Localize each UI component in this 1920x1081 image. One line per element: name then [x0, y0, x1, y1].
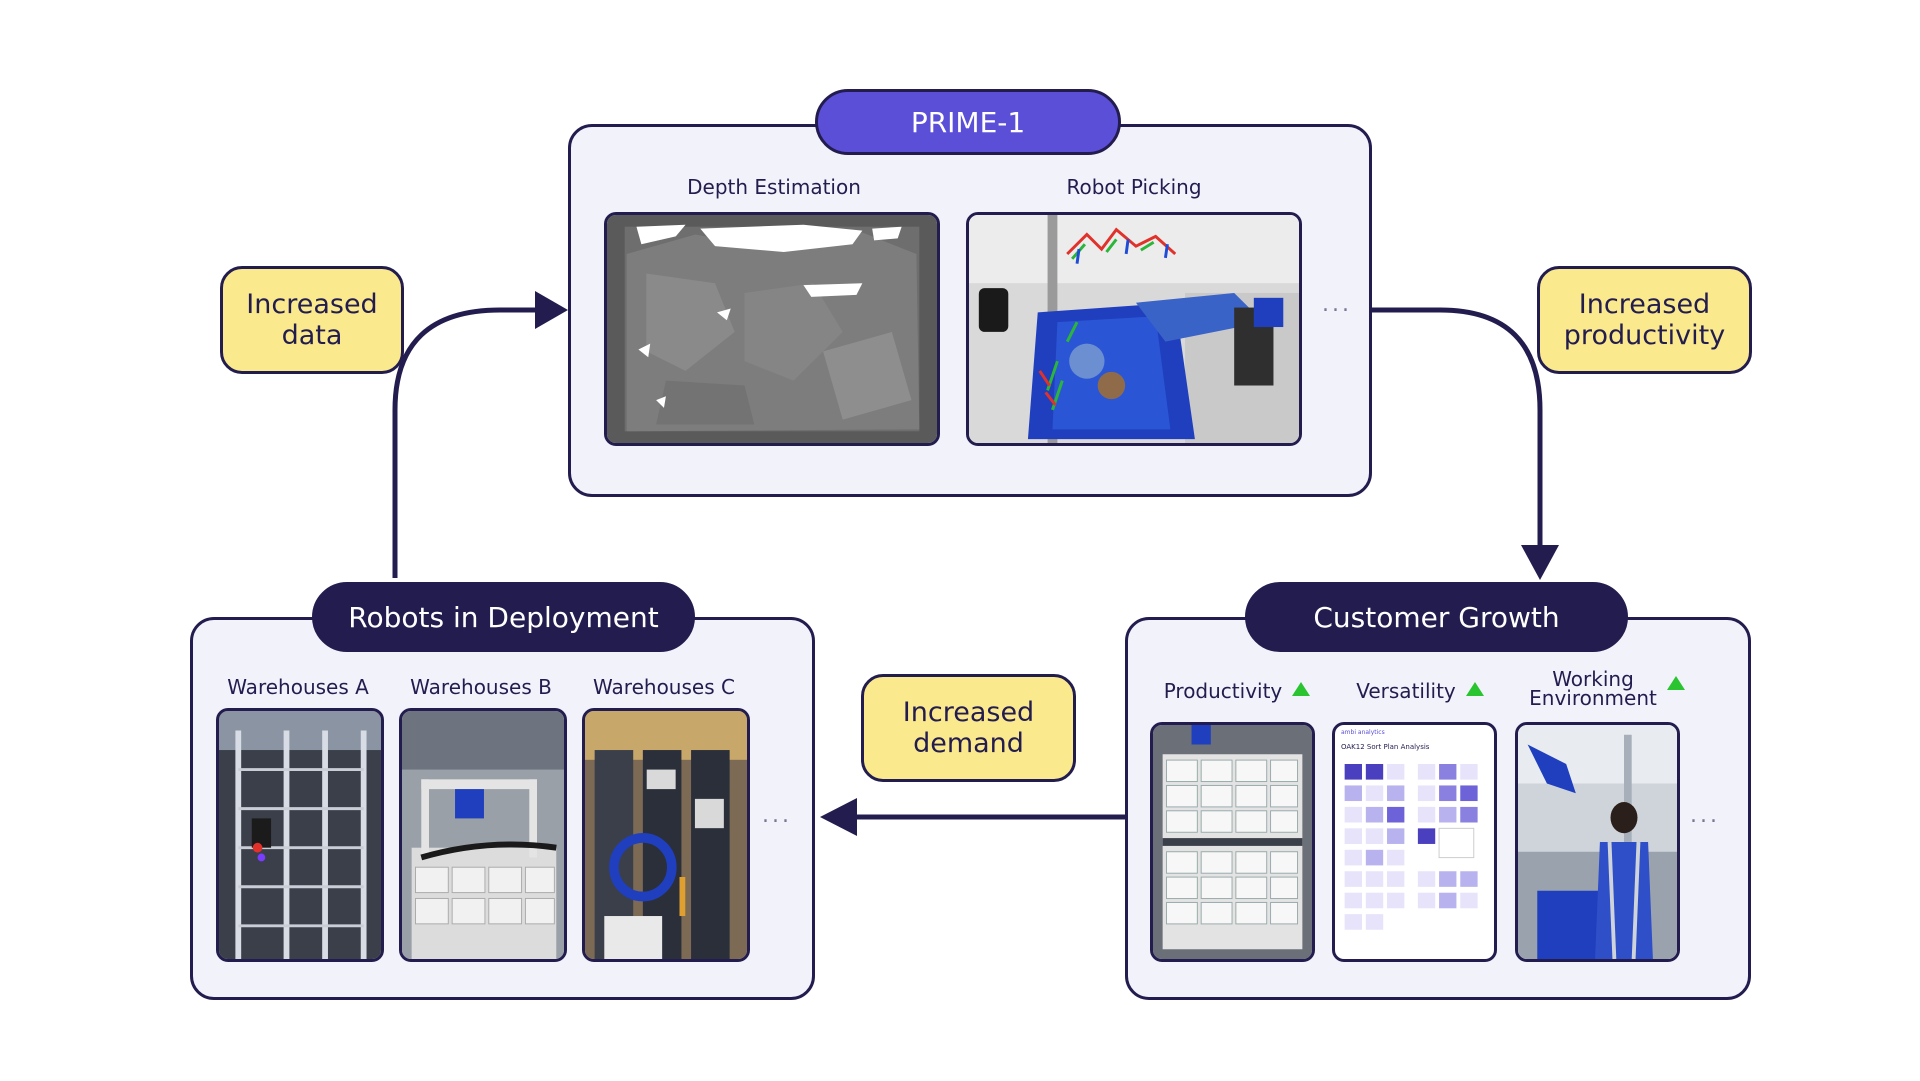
increased-data-line2: data — [281, 320, 343, 351]
analytics-brand: ambi analytics — [1341, 729, 1385, 736]
customer-more-ellipsis: ... — [1690, 803, 1720, 828]
up-arrow-icon — [1465, 682, 1484, 696]
increased-productivity-callout: Increased productivity — [1537, 266, 1752, 374]
depth-estimation-label: Depth Estimation — [687, 175, 861, 199]
versatility-analytics-image: ambi analytics OAK12 Sort Plan Analysis — [1332, 722, 1497, 962]
versatility-label: Versatility — [1326, 679, 1514, 703]
increased-data-line1: Increased — [246, 289, 378, 320]
warehouses-c-image — [582, 708, 750, 962]
analytics-title: OAK12 Sort Plan Analysis — [1341, 743, 1430, 751]
increased-demand-callout: Increased demand — [861, 674, 1076, 782]
depth-estimation-image — [604, 212, 940, 446]
working-environment-line1: Working — [1552, 667, 1634, 691]
warehouses-c-label: Warehouses C — [593, 675, 735, 699]
warehouses-b-label: Warehouses B — [410, 675, 552, 699]
productivity-label: Productivity — [1143, 679, 1331, 703]
warehouses-a-label: Warehouses A — [227, 675, 369, 699]
prime-more-ellipsis: ... — [1322, 292, 1352, 317]
productivity-image — [1150, 722, 1315, 962]
working-environment-label: Working Environment — [1512, 667, 1702, 710]
up-arrow-icon — [1666, 676, 1685, 690]
arrow-prime-to-customer — [1372, 307, 1543, 545]
arrow-customer-to-robots-head — [820, 798, 857, 836]
robots-title: Robots in Deployment — [348, 600, 659, 634]
increased-demand-line2: demand — [913, 728, 1024, 759]
increased-demand-line1: Increased — [902, 697, 1035, 728]
customer-title-pill: Customer Growth — [1245, 582, 1628, 652]
up-arrow-icon — [1292, 682, 1311, 696]
warehouses-b-image — [399, 708, 567, 962]
working-environment-line2: Environment — [1529, 686, 1657, 710]
versatility-text: Versatility — [1356, 679, 1456, 703]
robot-picking-label: Robot Picking — [1066, 175, 1202, 199]
increased-productivity-line2: productivity — [1563, 320, 1726, 351]
working-environment-image — [1515, 722, 1680, 962]
arrow-robots-to-prime — [392, 307, 540, 578]
productivity-text: Productivity — [1163, 679, 1283, 703]
arrow-robots-to-prime-head — [535, 291, 568, 329]
robot-picking-image — [966, 212, 1302, 446]
robots-more-ellipsis: ... — [762, 803, 792, 828]
increased-data-callout: Increased data — [220, 266, 404, 374]
customer-title: Customer Growth — [1313, 600, 1560, 634]
robots-title-pill: Robots in Deployment — [312, 582, 695, 652]
arrow-prime-to-customer-head — [1521, 545, 1559, 580]
warehouses-a-image — [216, 708, 384, 962]
prime-title: PRIME-1 — [910, 105, 1026, 139]
increased-productivity-line1: Increased — [1578, 289, 1711, 320]
prime-title-pill: PRIME-1 — [815, 89, 1121, 155]
